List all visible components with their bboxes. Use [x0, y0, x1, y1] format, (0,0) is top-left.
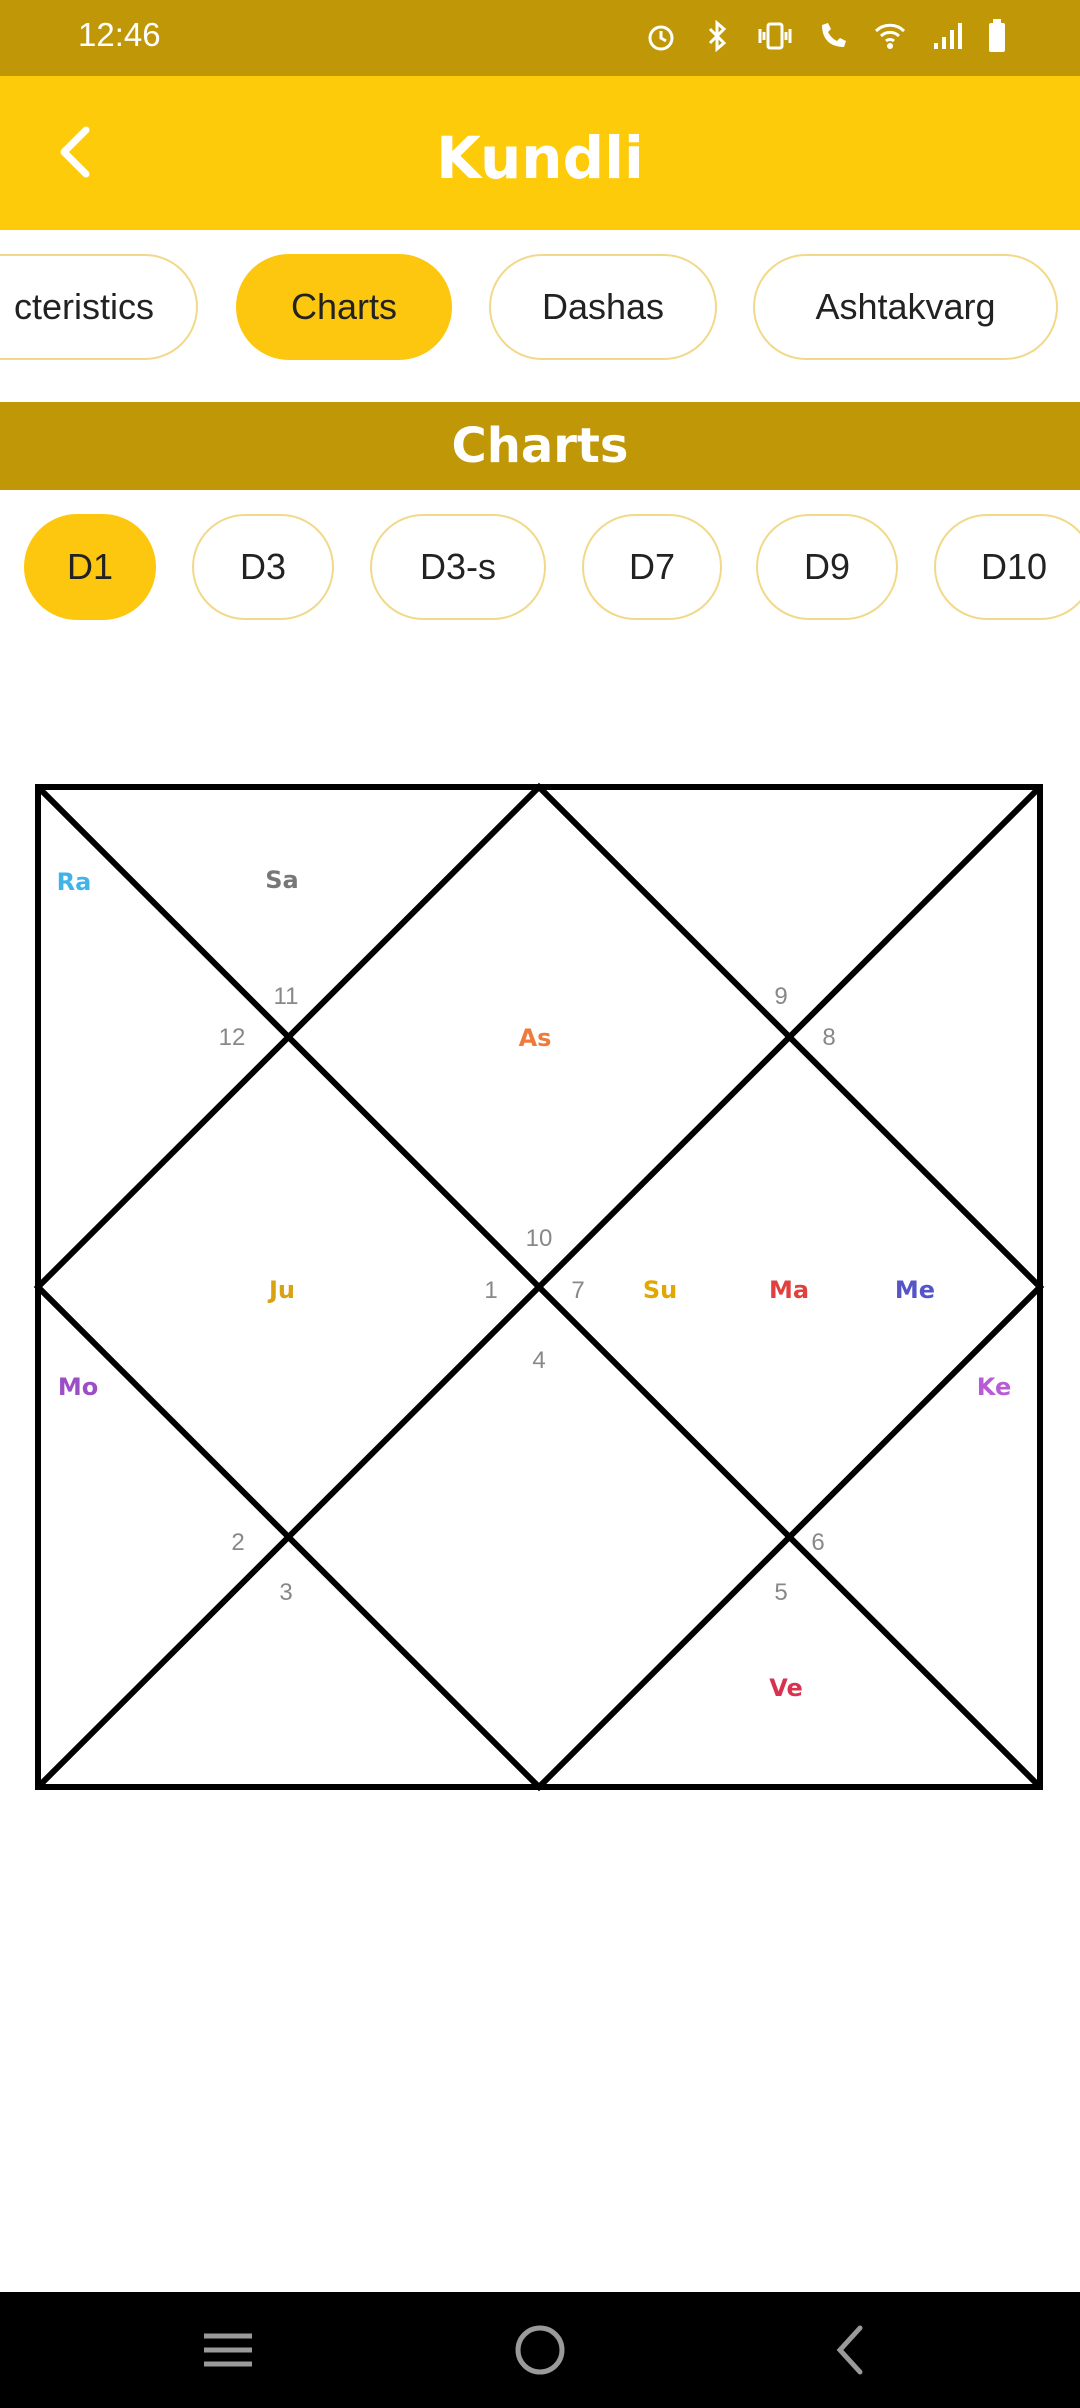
house-number: 8 — [822, 1024, 835, 1051]
planet-saturn: Sa — [265, 866, 298, 894]
tab-d7[interactable]: D7 — [582, 514, 722, 620]
house-number: 11 — [274, 983, 299, 1010]
tab-charts[interactable]: Charts — [236, 254, 452, 360]
planet-ascendant: As — [519, 1024, 552, 1052]
bluetooth-icon — [708, 19, 727, 53]
chart-diamond — [33, 782, 1045, 1792]
vibrate-icon — [758, 22, 792, 50]
house-number: 6 — [811, 1529, 824, 1556]
home-icon[interactable] — [510, 2320, 570, 2380]
planet-sun: Su — [643, 1276, 677, 1304]
house-number: 3 — [279, 1579, 292, 1606]
house-number: 4 — [532, 1347, 545, 1374]
house-number: 9 — [774, 983, 787, 1010]
wifi-icon — [874, 23, 906, 49]
tab-d3-s[interactable]: D3-s — [370, 514, 546, 620]
tab-d1[interactable]: D1 — [24, 514, 156, 620]
tab-characteristics[interactable]: cteristics — [0, 254, 198, 360]
planet-ketu: Ke — [977, 1373, 1011, 1401]
tab-d9[interactable]: D9 — [756, 514, 898, 620]
tab-dashas[interactable]: Dashas — [489, 254, 717, 360]
alarm-icon — [648, 25, 674, 51]
house-number: 5 — [774, 1579, 787, 1606]
planet-rahu: Ra — [57, 868, 92, 896]
house-number: 2 — [231, 1529, 244, 1556]
planet-jupiter: Ju — [267, 1276, 295, 1304]
wifi-call-icon — [822, 23, 846, 47]
status-icons — [644, 18, 1008, 54]
signal-icon — [934, 23, 962, 49]
tab-d3[interactable]: D3 — [192, 514, 334, 620]
planet-venus: Ve — [769, 1674, 803, 1702]
tab-d10[interactable]: D10 — [934, 514, 1080, 620]
planet-moon: Mo — [58, 1373, 98, 1401]
page-title: Kundli — [436, 124, 644, 192]
system-nav-bar — [0, 2292, 1080, 2408]
status-time: 12:46 — [78, 16, 161, 53]
category-tabs: cteristics Charts Dashas Ashtakvarg — [0, 230, 1080, 402]
division-tabs: D1 D3 D3-s D7 D9 D10 — [0, 490, 1080, 644]
back-icon[interactable] — [822, 2320, 882, 2380]
planet-mercury: Me — [895, 1276, 935, 1304]
planet-mars: Ma — [769, 1276, 809, 1304]
house-number: 12 — [219, 1024, 246, 1051]
house-number: 7 — [571, 1277, 584, 1304]
tab-ashtakvarg[interactable]: Ashtakvarg — [753, 254, 1058, 360]
house-number: 1 — [484, 1277, 497, 1304]
chevron-left-icon[interactable] — [46, 122, 106, 182]
house-number: 10 — [526, 1225, 553, 1252]
chart-diagonal — [35, 784, 1043, 1790]
status-bar: 12:46 — [0, 0, 1080, 76]
section-title: Charts — [0, 402, 1080, 490]
app-bar: Kundli — [0, 76, 1080, 230]
battery-icon — [989, 19, 1005, 52]
menu-icon[interactable] — [198, 2320, 258, 2380]
